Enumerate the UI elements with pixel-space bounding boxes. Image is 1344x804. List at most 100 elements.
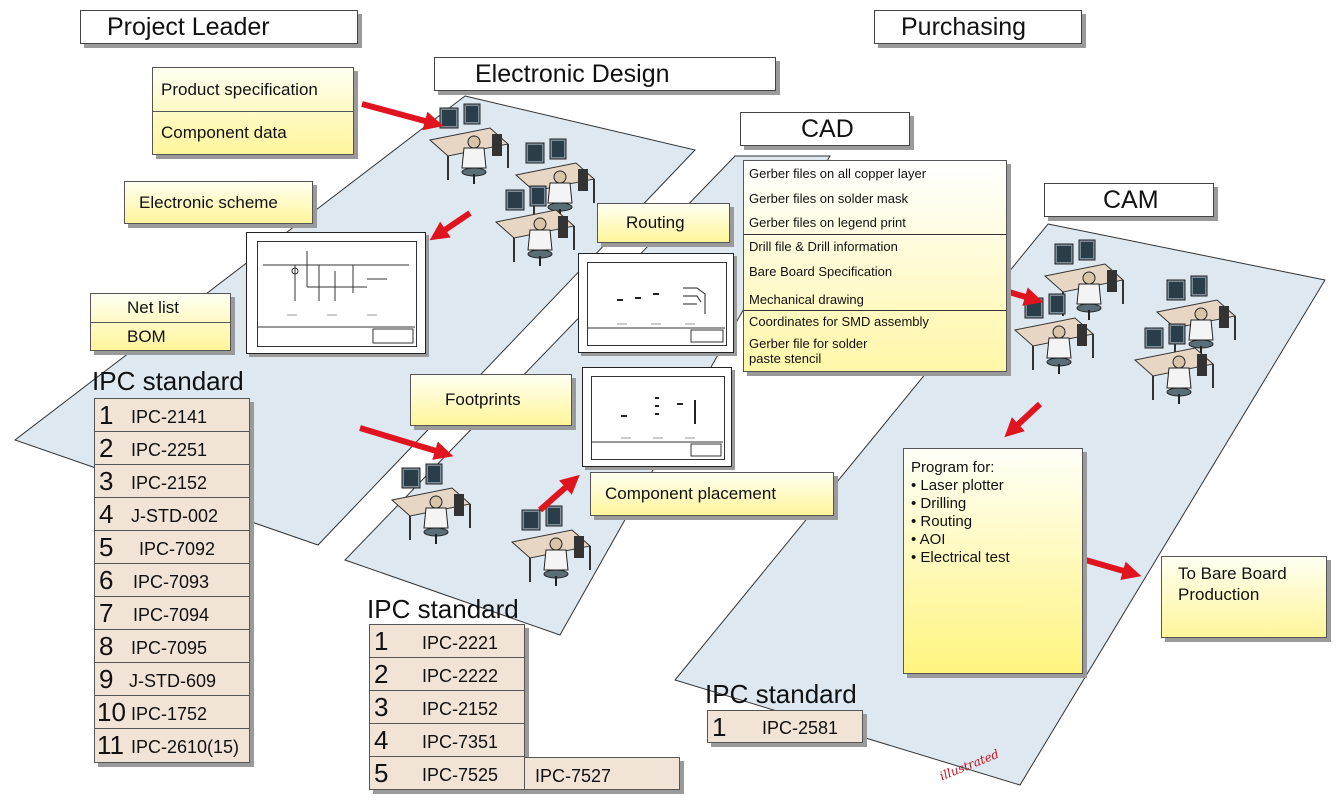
arrow-cam-to-program [1004, 401, 1043, 438]
ipc-code: IPC-2581 [762, 718, 839, 738]
ipc-number: 9 [99, 664, 114, 694]
ipc-number: 1 [374, 626, 389, 656]
ipc-number: 5 [99, 532, 114, 562]
title-electronic-design: Electronic Design [434, 57, 776, 91]
workstation-icon [1043, 239, 1125, 320]
cad-mechanical: Mechanical drawing [749, 291, 864, 307]
placement-sheet [582, 367, 732, 467]
table-row: 1 IPC-2141 [95, 399, 249, 432]
ipc-code: J-STD-002 [131, 506, 219, 526]
ipc-number: 11 [97, 730, 124, 760]
table-row: 2 IPC-2251 [95, 432, 249, 465]
cad-bare-board: Bare Board Specification [749, 263, 893, 279]
ipc-number: 1 [99, 400, 114, 430]
ipc-code: IPC-2610(15) [131, 737, 240, 757]
workstation-icon [510, 505, 592, 586]
ipc-code: IPC-7092 [139, 539, 216, 559]
arrow-design-to-scheme [429, 210, 472, 241]
ipc-number: 7 [99, 598, 114, 628]
ipc-code: IPC-7095 [131, 638, 208, 658]
workstation-icon [1013, 293, 1095, 374]
title-project-leader: Project Leader [80, 10, 358, 44]
workstation-icon [514, 138, 596, 219]
ipc-code: J-STD-609 [129, 671, 217, 691]
ipc-number: 5 [374, 758, 389, 788]
ipc-code: IPC-2152 [131, 473, 208, 493]
component-data-label: Component data [161, 123, 287, 142]
workstation-icon [428, 103, 510, 184]
routing-drawing [587, 287, 725, 343]
ipc-number: 2 [374, 659, 389, 689]
component-placement-note: Component placement [590, 472, 834, 516]
ipc-number: 8 [99, 631, 114, 661]
arrow-footprints-in [359, 425, 454, 460]
workstation-icon [1133, 323, 1215, 404]
table-row: 3 IPC-2152 [95, 465, 249, 498]
ipc-number: 10 [97, 697, 126, 727]
arrow-placement-up [538, 474, 580, 513]
table-row: 6 IPC-7093 [95, 564, 249, 597]
title-purchasing: Purchasing [874, 10, 1082, 44]
arrow-spec-to-design [361, 101, 444, 131]
cad-outputs-note: Gerber files on all copper layer Gerber … [743, 160, 1007, 372]
cad-stencil-line-2: paste stencil [749, 351, 822, 366]
routing-sheet [578, 253, 734, 353]
design-input-note: Product specification Component data [152, 67, 354, 155]
cam-program-item: • Routing [911, 513, 973, 530]
cam-program-note: Program for: • Laser plotter • Drilling … [903, 448, 1083, 674]
net-list-label: Net list [91, 294, 230, 323]
ipc-code: IPC-2251 [131, 440, 208, 460]
ipc-center-extra-cell: IPC-7527 [524, 757, 680, 790]
ipc-heading-center: IPC standard [367, 594, 519, 624]
table-row: 7 IPC-7094 [95, 597, 249, 630]
routing-note: Routing [597, 203, 730, 243]
cam-program-item: • Drilling [911, 495, 967, 512]
schematic-sheet [246, 232, 426, 354]
ipc-number: 6 [99, 565, 114, 595]
ipc-code: IPC-1752 [131, 704, 208, 724]
ipc-heading-left: IPC standard [92, 366, 244, 396]
cam-program-item: • Laser plotter [911, 477, 1004, 494]
title-cam: CAM [1044, 183, 1214, 217]
title-cad: CAD [740, 112, 910, 146]
ipc-heading-right: IPC standard [705, 679, 857, 709]
bom-label: BOM [127, 326, 166, 346]
placement-drawing [591, 397, 723, 457]
ipc-code: IPC-7351 [422, 732, 499, 752]
product-spec-label: Product specification [153, 68, 353, 112]
table-row: 3 IPC-2152 [370, 691, 524, 724]
table-row: 9 J-STD-609 [95, 663, 249, 696]
ipc-code: IPC-2222 [422, 666, 499, 686]
ipc-code: IPC-7093 [133, 572, 210, 592]
cad-gerber-copper: Gerber files on all copper layer [749, 166, 927, 181]
cad-stencil: Gerber file for solder paste stencil [744, 332, 1006, 366]
table-row: 2 IPC-2222 [370, 658, 524, 691]
electronic-scheme-note: Electronic scheme [124, 181, 313, 224]
netlist-bom-note: Net list BOM [90, 293, 231, 351]
ipc-code: IPC-2152 [422, 699, 499, 719]
ipc-code: IPC-2141 [131, 407, 208, 427]
cad-gerber-legend: Gerber files on legend print [749, 214, 906, 230]
to-bare-board-note: To Bare Board Production [1161, 556, 1327, 638]
ipc-number: 3 [99, 466, 114, 496]
cad-smd-coords: Coordinates for SMD assembly [744, 310, 1006, 332]
table-row: 5 IPC-7525 [370, 757, 524, 790]
cam-program-item: • AOI [911, 531, 946, 548]
ipc-code: IPC-7525 [422, 765, 499, 785]
ipc-code: IPC-7094 [133, 605, 210, 625]
cad-gerber-mask: Gerber files on solder mask [749, 190, 908, 206]
cad-stencil-line-1: Gerber file for solder [749, 336, 868, 351]
ipc-number: 2 [99, 433, 114, 463]
ipc-number: 3 [374, 692, 389, 722]
table-row: 5 IPC-7092 [95, 531, 249, 564]
cam-program-heading: Program for: [911, 459, 995, 476]
